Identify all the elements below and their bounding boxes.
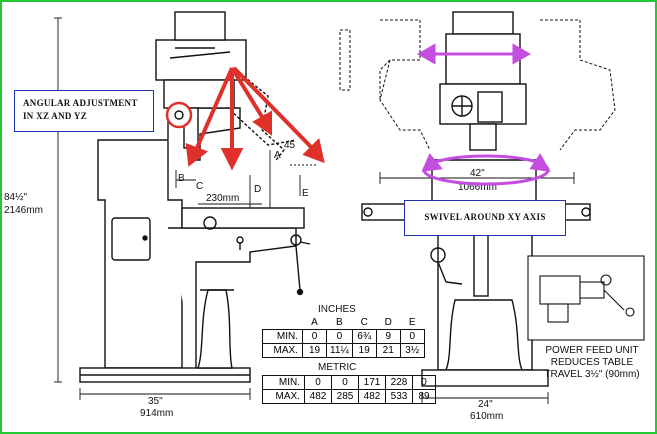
inches-table: A B C D E MIN. 0 0 6¾ 9 0 MAX. 19 11¼ 19… — [262, 316, 425, 358]
front-dimensions — [379, 172, 575, 404]
red-arrow-3 — [232, 66, 316, 152]
base-width-in-label: 35" — [148, 396, 163, 407]
table-row: MIN. 0 0 6¾ 9 0 — [262, 329, 425, 344]
power-feed-note: POWER FEED UNIT REDUCES TABLE TRAVEL 3½"… — [544, 345, 640, 380]
dim-letter-c: C — [196, 181, 203, 192]
ram-mm-label: 230mm — [206, 193, 239, 204]
table-width-mm-label: 1066mm — [458, 182, 497, 193]
height-mm-label: 2146mm — [4, 205, 43, 216]
dim-letter-e: E — [302, 188, 309, 199]
metric-table-title: METRIC — [318, 362, 357, 373]
table-row: MAX. 19 11¼ 19 21 3½ — [262, 343, 425, 358]
col-c: C — [360, 317, 368, 328]
magenta-arrow-left-head — [416, 43, 436, 65]
base-width-mm-label: 914mm — [140, 408, 173, 419]
swivel-arrows — [416, 43, 551, 186]
red-arrow-1-head — [185, 142, 209, 167]
power-feed-illustration — [527, 255, 645, 341]
col-a: A — [311, 317, 318, 328]
angular-adjustment-callout: ANGULAR ADJUSTMENT IN XZ AND YZ — [14, 90, 154, 132]
red-arrow-3-head — [302, 138, 325, 164]
dim-letter-b: B — [178, 173, 185, 184]
col-b: B — [336, 317, 343, 328]
angle-label: 45 — [284, 140, 296, 151]
magenta-ellipse-head-right — [529, 153, 551, 172]
col-e: E — [408, 317, 416, 328]
swivel-callout: SWIVEL AROUND XY AXIS — [404, 200, 566, 236]
red-arrow-4 — [230, 66, 266, 122]
metric-table: MIN. 0 0 171 228 0 MAX. 482 285 482 533 … — [262, 375, 436, 404]
red-arrow-4-head — [252, 110, 272, 136]
side-dimensions — [54, 17, 318, 400]
inches-table-title: INCHES — [318, 304, 356, 315]
magenta-ellipse-head-left — [421, 153, 443, 172]
front-width-mm-label: 610mm — [470, 411, 503, 422]
angular-arrows — [185, 66, 325, 171]
red-arrow-2-head — [220, 148, 244, 171]
table-row: MAX. 482 285 482 533 89 — [262, 389, 436, 404]
dim-letter-d: D — [254, 184, 261, 195]
table-width-in-label: 42" — [470, 168, 485, 179]
dim-letter-a: A — [274, 150, 281, 161]
col-d: D — [384, 317, 392, 328]
table-row: MIN. 0 0 171 228 0 — [262, 375, 436, 390]
front-width-in-label: 24" — [478, 399, 493, 410]
red-arrow-1 — [194, 67, 234, 151]
magenta-arrow-right-head — [512, 43, 532, 65]
height-in-label: 84½" — [4, 192, 27, 203]
